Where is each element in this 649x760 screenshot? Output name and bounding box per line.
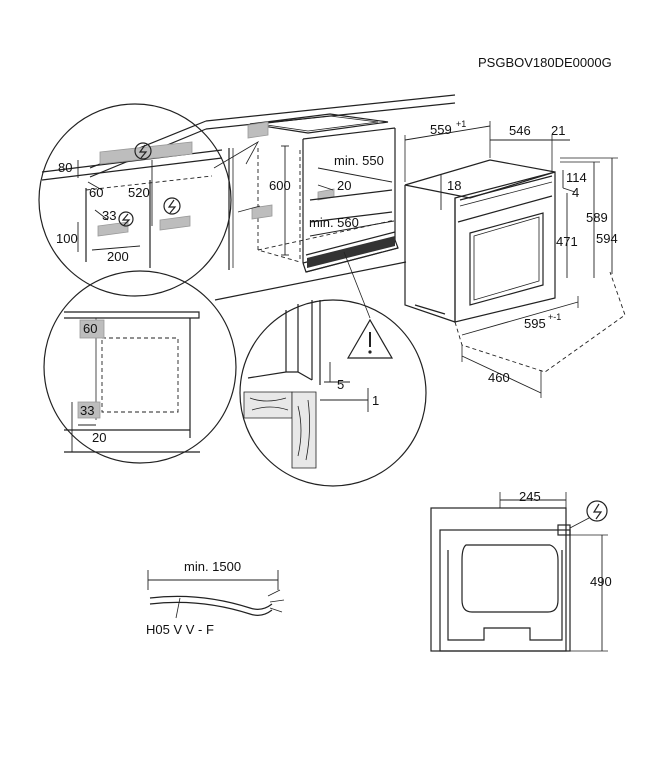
dim-80: 80 bbox=[58, 160, 72, 175]
cable-type-label: H05 V V - F bbox=[146, 622, 214, 637]
cable-drawing: min. 1500 H05 V V - F bbox=[146, 559, 285, 637]
electric-plug-icon bbox=[134, 142, 152, 160]
dim-60-top: 60 bbox=[89, 185, 103, 200]
dim-33-circle: 33 bbox=[80, 403, 94, 418]
dim-471: 471 bbox=[556, 234, 578, 249]
dim-min-1500: min. 1500 bbox=[184, 559, 241, 574]
dim-21: 21 bbox=[551, 123, 565, 138]
dim-33: 33 bbox=[102, 208, 116, 223]
electric-plug-icon bbox=[163, 197, 181, 215]
dim-595-tolerance: +-1 bbox=[548, 312, 561, 322]
dim-595: 595 bbox=[524, 316, 546, 331]
dim-520: 520 bbox=[128, 185, 150, 200]
detail-circle-center: 5 1 bbox=[239, 251, 427, 487]
detail-circle-bottom-left: 60 33 20 bbox=[43, 270, 237, 464]
dim-20-circle: 20 bbox=[92, 430, 106, 445]
dim-245: 245 bbox=[519, 489, 541, 504]
dim-100: 100 bbox=[56, 231, 78, 246]
warning-icon bbox=[346, 318, 394, 359]
dim-594: 594 bbox=[596, 231, 618, 246]
dim-20-cabinet: 20 bbox=[337, 178, 351, 193]
dim-1: 1 bbox=[372, 393, 379, 408]
electric-plug-icon bbox=[118, 211, 134, 227]
dim-4: 4 bbox=[572, 185, 579, 200]
dim-60-circle: 60 bbox=[83, 321, 97, 336]
dim-490: 490 bbox=[590, 574, 612, 589]
dim-min-560: min. 560 bbox=[309, 215, 359, 230]
dim-min-550: min. 550 bbox=[334, 153, 384, 168]
dim-559-tolerance: +1 bbox=[456, 119, 466, 129]
detail-circle-top-left: 80 60 520 33 100 200 bbox=[38, 103, 232, 297]
dim-114: 114 bbox=[566, 170, 587, 185]
electric-plug-icon bbox=[586, 500, 608, 522]
dim-18: 18 bbox=[447, 178, 461, 193]
dim-589: 589 bbox=[586, 210, 608, 225]
oven-drawing: 559 +1 546 21 18 114 4 471 589 594 595 +… bbox=[404, 119, 626, 398]
dim-200: 200 bbox=[107, 249, 129, 264]
dim-600: 600 bbox=[269, 178, 291, 193]
cabinet-drawing: 600 min. 550 20 min. 560 bbox=[89, 94, 456, 301]
product-code: PSGBOV180DE0000G bbox=[478, 55, 612, 70]
oven-rear-view: 245 490 bbox=[430, 489, 612, 652]
dim-546: 546 bbox=[509, 123, 531, 138]
dim-5: 5 bbox=[337, 377, 344, 392]
dim-559: 559 bbox=[430, 122, 452, 137]
dim-460: 460 bbox=[488, 370, 510, 385]
